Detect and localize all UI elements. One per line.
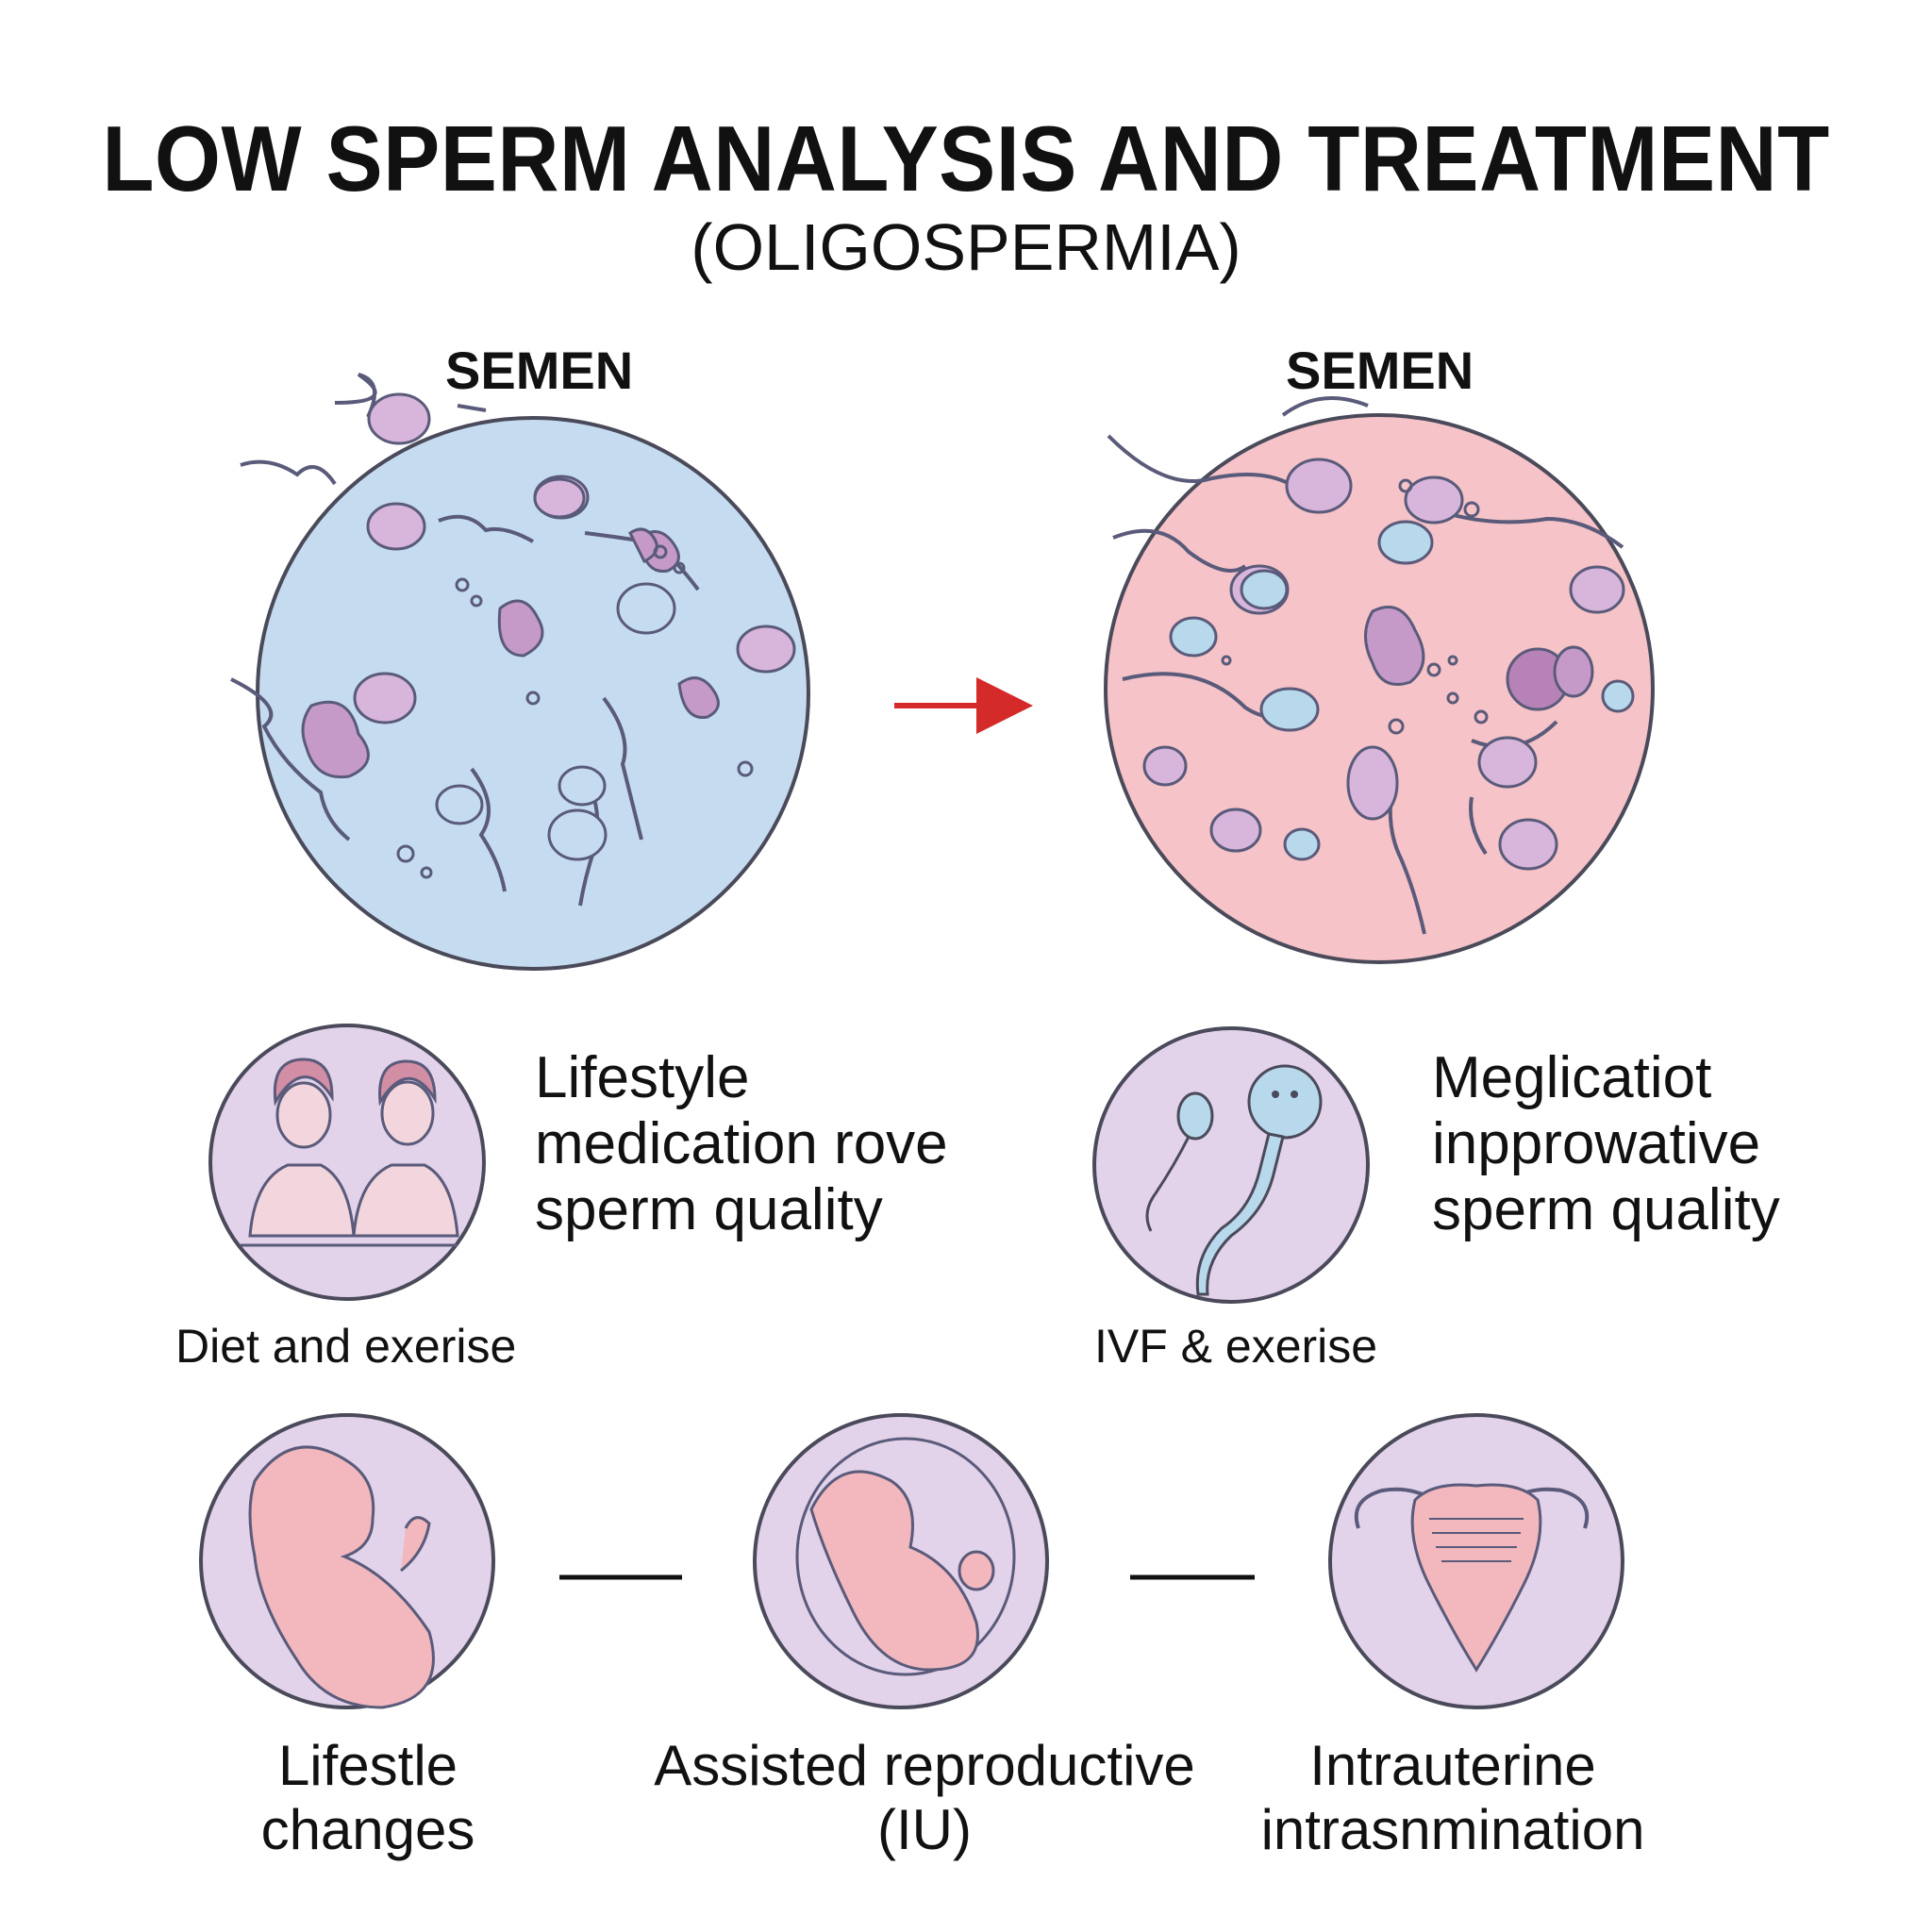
option-line: (IU): [877, 1798, 972, 1861]
people-icon: [208, 1024, 486, 1301]
option-line: changes: [260, 1798, 475, 1861]
description-line: sperm quality: [1432, 1177, 1780, 1242]
option-label-lifestyle: Lifestle changes: [179, 1734, 557, 1862]
uterus-icon: [1328, 1413, 1624, 1709]
description-line: sperm quality: [535, 1177, 883, 1242]
semen-sample-improved: [1104, 396, 1655, 964]
treatment-description-right: Meglicatiot inpprowative sperm quality: [1432, 1045, 1780, 1243]
option-line: Lifestle: [277, 1734, 458, 1797]
description-line: Meglicatiot: [1432, 1045, 1712, 1110]
sperm-icon: [1092, 1026, 1370, 1304]
womb-fetus-icon: [753, 1413, 1049, 1709]
fetus-icon: [199, 1413, 495, 1709]
option-line: Intrauterine: [1309, 1734, 1596, 1797]
description-line: medication rove: [535, 1111, 948, 1176]
page-title: LOW SPERM ANALYSIS AND TREATMENT: [102, 107, 1830, 210]
treatment-description-left: Lifestyle medication rove sperm quality: [535, 1045, 948, 1243]
option-label-intrauterine: Intrauterine intrasnmination: [1226, 1734, 1679, 1862]
semen-sample-low: [230, 373, 810, 971]
treatment-caption-left: Diet and exerise: [175, 1320, 517, 1373]
page-subtitle: (OLIGOSPERMIA): [691, 210, 1241, 284]
option-label-assisted: Assisted reproductive (IU): [623, 1734, 1226, 1862]
description-line: inpprowative: [1432, 1111, 1761, 1176]
sample-label-low: SEMEN: [445, 341, 634, 400]
option-line: Assisted reproductive: [654, 1734, 1195, 1797]
description-line: Lifestyle: [535, 1045, 750, 1110]
sample-label-improved: SEMEN: [1286, 341, 1474, 400]
option-line: intrasnmination: [1260, 1798, 1645, 1861]
treatment-caption-right: IVF & exerise: [1094, 1320, 1378, 1373]
